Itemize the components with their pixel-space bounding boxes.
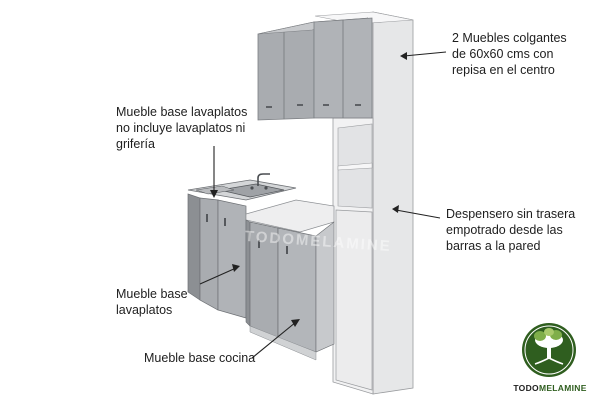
- wall-handle-1: [266, 106, 272, 108]
- logo-wordmark: TODOMELAMINE: [508, 383, 592, 393]
- callout-kitchen-base: Mueble base cocina: [144, 350, 255, 366]
- callout-pantry-line-3: barras a la pared: [446, 239, 541, 253]
- wall-cabinets: [257, 17, 373, 121]
- arrow-sink-note: [210, 190, 218, 198]
- sink-door-right: [217, 199, 247, 319]
- wall-handle-2: [297, 104, 303, 106]
- callout-wall-cabinets-line-2: de 60x60 cms con: [452, 47, 554, 61]
- callout-pantry-line-2: empotrado desde las: [446, 223, 563, 237]
- pantry-shelf: [337, 162, 373, 171]
- callout-wall-cabinets-line-3: repisa en el centro: [452, 63, 555, 77]
- sink-door-left: [199, 197, 219, 311]
- callout-wall-cabinets: 2 Muebles colgantes de 60x60 cms con rep…: [452, 30, 567, 78]
- leader-kitchen-base: [251, 321, 297, 359]
- callout-sink-base-line-1: Mueble base: [116, 287, 188, 301]
- wall-handle-4: [355, 104, 361, 106]
- callout-sink-base: Mueble base lavaplatos: [116, 286, 188, 318]
- pantry-lower-door: [335, 209, 373, 391]
- callout-sink-note-line-2: no incluye lavaplatos ni: [116, 121, 246, 135]
- callout-pantry: Despensero sin trasera empotrado desde l…: [446, 206, 575, 254]
- callout-kitchen-base-line-1: Mueble base cocina: [144, 351, 256, 365]
- leader-wall-cabinets: [403, 51, 447, 57]
- kitchen-base-cabinet: [245, 199, 335, 361]
- logo-wordmark-melamine: MELAMINE: [538, 383, 587, 393]
- leader-pantry: [395, 209, 441, 219]
- callout-wall-cabinets-line-1: 2 Muebles colgantes: [452, 31, 567, 45]
- tree-icon: [534, 328, 564, 365]
- callout-sink-base-line-2: lavaplatos: [116, 303, 173, 317]
- faucet-icon: [257, 173, 270, 186]
- pantry-side-panel: [372, 11, 414, 395]
- wall-cabinet-left: [257, 21, 315, 121]
- leader-lines: [199, 51, 447, 359]
- sink-basin: [219, 183, 285, 198]
- leader-sink-base: [199, 267, 237, 285]
- callout-pantry-line-1: Despensero sin trasera: [446, 207, 576, 221]
- arrow-wall-cabinets: [400, 52, 407, 60]
- logo-wordmark-todo: TODO: [513, 383, 539, 393]
- callout-sink-note: Mueble base lavaplatos no incluye lavapl…: [116, 104, 247, 152]
- callout-sink-note-line-1: Mueble base lavaplatos: [116, 105, 248, 119]
- arrow-sink-base: [232, 264, 240, 272]
- arrow-kitchen-base: [291, 319, 300, 327]
- wall-handle-3: [323, 104, 329, 106]
- arrow-pantry: [392, 205, 399, 213]
- callout-sink-note-line-3: grifería: [116, 137, 155, 151]
- todomelamine-logo: [522, 323, 576, 377]
